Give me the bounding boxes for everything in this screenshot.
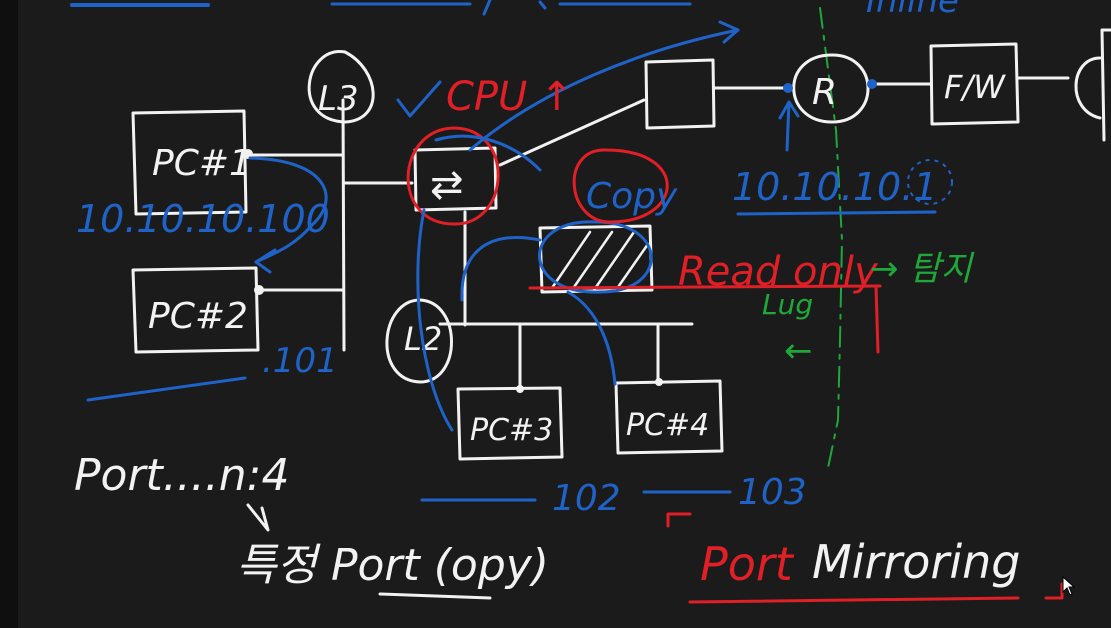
pc4-label: PC#4 (626, 408, 709, 443)
inline-label: Inline (866, 0, 959, 21)
red-annotations: CPU ↑ Copy Read only → 탐지 (396, 74, 975, 354)
l3-label: L3 (318, 79, 359, 119)
router-ip-underline (736, 210, 937, 216)
switch-loop-flow (434, 134, 542, 172)
pc-boxes (131, 109, 724, 461)
pc1-to-pc2-arrowhead (254, 248, 277, 274)
port-mirroring-open-bracket (666, 512, 692, 528)
l3-circle (307, 50, 375, 124)
l3-backbone-line (341, 98, 346, 352)
port-count-note: Port....n:4 (74, 450, 289, 501)
router-ip-dotted-circle (907, 159, 953, 205)
copy-red-circle (572, 148, 669, 224)
l3-device: L3 (307, 50, 375, 124)
capture-box-blue-circle (538, 220, 653, 294)
port-mirroring-prefix: Port (700, 537, 795, 591)
router-label: R (812, 72, 837, 113)
switch-to-top-arrowhead (718, 20, 740, 44)
pc1-box (131, 109, 248, 216)
right-edge-frame (1100, 28, 1111, 142)
capture-box-outline (538, 224, 654, 294)
capture-to-pc4-flow (566, 290, 617, 386)
capture-box-hatch (550, 230, 650, 292)
switch-box (413, 146, 498, 212)
switch-uplink (498, 98, 646, 167)
right-edge-device (1074, 56, 1102, 120)
firewall-device: F/W (929, 42, 1020, 126)
green-note: Lug (762, 288, 813, 321)
port-mirroring-suffix: Mirroring (812, 535, 1020, 589)
blue-traffic-flows (86, 20, 800, 502)
pc2-box (131, 266, 260, 354)
router-right-port-dot (867, 79, 877, 89)
pc3-label: PC#3 (470, 413, 553, 448)
read-only-arrow-label: → 탐지 (870, 249, 975, 289)
router-left-port-dot (783, 83, 793, 93)
network-wiring (244, 28, 1111, 392)
pc4-port-dot (655, 378, 663, 386)
l2-circle (385, 298, 453, 384)
pc2-label: PC#2 (148, 296, 248, 337)
pc2-ip-underline (86, 376, 247, 402)
firewall-box (929, 42, 1020, 126)
checkmark-icon (396, 80, 442, 118)
specific-port-note: 특정 Port (opy) (236, 540, 549, 591)
pc2-port-dot (254, 285, 264, 295)
router-device: R (783, 53, 877, 124)
pc4-box (614, 379, 724, 455)
port-mirroring-close-bracket (1044, 582, 1064, 600)
top-blue-underline-right (330, 0, 692, 16)
switch-to-pc3-flow (416, 208, 454, 432)
pc3-ip-suffix: 102 (552, 478, 621, 519)
switch-red-circle (406, 126, 500, 226)
router-up-arrow (778, 100, 800, 152)
pc1-port-dot (243, 149, 253, 159)
note-pointer-arrow (246, 503, 270, 532)
pc1-to-pc2-flow (248, 156, 328, 264)
pc1-label: PC#1 (152, 143, 252, 184)
capture-box (538, 220, 654, 294)
firewall-label: F/W (944, 68, 1006, 106)
cpu-annotation: CPU ↑ (446, 74, 574, 120)
port-mirroring-underline (688, 596, 1020, 604)
l2-to-capture-flow (460, 236, 542, 302)
top-partial-marks: Inline (70, 0, 959, 21)
green-arrow: ← (784, 331, 813, 371)
switch-device: ⇄ (406, 126, 500, 226)
router-ip-label: 10.10.10.1 (732, 165, 937, 209)
mouse-pointer-icon (1062, 576, 1076, 596)
pc4-ip-suffix: 103 (738, 472, 807, 513)
green-dashed-boundary (819, 7, 843, 469)
pc3-box (456, 386, 564, 461)
router-circle (792, 53, 870, 124)
switch-label: ⇄ (430, 162, 464, 208)
specific-port-underline (378, 592, 492, 600)
left-strip (0, 0, 18, 628)
copy-annotation: Copy (586, 176, 678, 217)
pc2-ip-suffix: .101 (262, 341, 338, 381)
pc1-ip-label: 10.10.10.100 (76, 197, 330, 241)
read-only-underline (528, 284, 882, 354)
pc3-port-dot (516, 385, 524, 393)
uplink-box (644, 58, 716, 130)
switch-to-top-flow (468, 28, 740, 152)
